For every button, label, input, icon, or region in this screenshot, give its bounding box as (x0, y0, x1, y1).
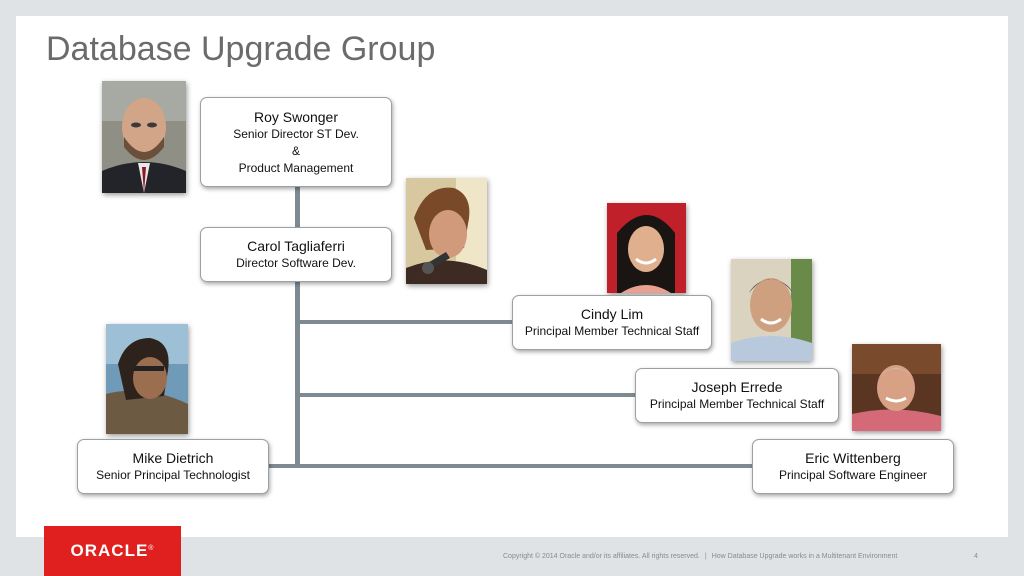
roy-swonger-name: Roy Swonger (253, 108, 339, 125)
carol-tagliaferri-role: Director Software Dev. (236, 256, 356, 270)
oracle-logo: ORACLE® (44, 526, 181, 576)
joseph-errede-name: Joseph Errede (691, 379, 783, 395)
roy-swonger-role-line1: Senior Director ST Dev. (233, 126, 359, 141)
slide-title: Database Upgrade Group (46, 30, 436, 68)
page-number: 4 (974, 553, 978, 560)
cindy-lim-role: Principal Member Technical Staff (524, 324, 700, 338)
footer-copyright: Copyright © 2014 Oracle and/or its affil… (503, 553, 897, 560)
mike-dietrich-role: Senior Principal Technologist (96, 468, 250, 482)
footer-separator: | (704, 553, 707, 560)
cindy-lim-name: Cindy Lim (580, 306, 644, 322)
copyright-text: Copyright © 2014 Oracle and/or its affil… (503, 553, 700, 560)
cindy-lim-card: Cindy Lim Principal Member Technical Sta… (512, 295, 712, 350)
carol-tagliaferri-card: Carol Tagliaferri Director Software Dev. (200, 227, 392, 282)
oracle-logo-text: ORACLE (70, 541, 149, 560)
eric-wittenberg-photo (852, 344, 941, 431)
connector-to-joseph (298, 393, 636, 397)
roy-swonger-card: Roy Swonger Senior Director ST Dev. & Pr… (200, 97, 392, 187)
eric-wittenberg-role: Principal Software Engineer (778, 468, 928, 482)
presentation-title: How Database Upgrade works in a Multiten… (711, 553, 898, 560)
joseph-errede-card: Joseph Errede Principal Member Technical… (635, 368, 839, 423)
carol-tagliaferri-name: Carol Tagliaferri (247, 238, 345, 254)
registered-mark: ® (148, 544, 155, 552)
connector-mike-eric (266, 464, 754, 468)
connector-to-cindy (298, 320, 514, 324)
roy-swonger-role-line3: Product Management (238, 160, 354, 175)
eric-wittenberg-name: Eric Wittenberg (805, 450, 901, 466)
roy-swonger-photo (102, 81, 186, 193)
joseph-errede-role: Principal Member Technical Staff (649, 397, 825, 411)
mike-dietrich-card: Mike Dietrich Senior Principal Technolog… (77, 439, 269, 494)
joseph-errede-photo (731, 259, 812, 361)
roy-swonger-role-line2: & (291, 143, 300, 158)
mike-dietrich-name: Mike Dietrich (132, 450, 214, 466)
cindy-lim-photo (607, 203, 686, 293)
eric-wittenberg-card: Eric Wittenberg Principal Software Engin… (752, 439, 954, 494)
org-trunk-line (295, 185, 300, 468)
mike-dietrich-photo (106, 324, 188, 434)
carol-tagliaferri-photo (406, 178, 487, 284)
